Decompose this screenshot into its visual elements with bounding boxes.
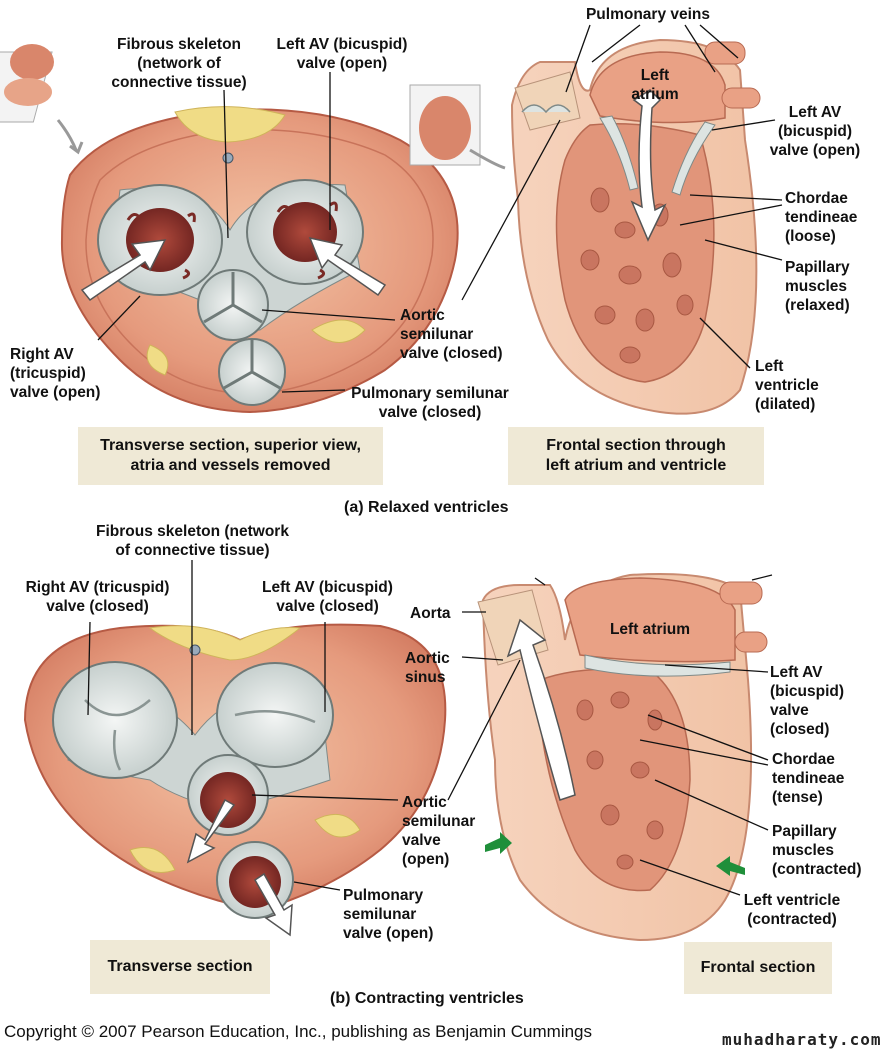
thumbnail-heart-icon <box>0 44 84 155</box>
label-left-atrium-a: Left atrium <box>631 67 679 103</box>
watermark-text: muhadharaty.com <box>722 1030 881 1049</box>
label-fibrous-skeleton-a: Fibrous skeleton (network of connective … <box>111 36 247 91</box>
label-left-av-bicuspid-closed: Left AV (bicuspid) valve (closed) <box>770 664 845 738</box>
transverse-section-contracting <box>23 623 447 937</box>
caption-box-transverse-superior: Transverse section, superior view, atria… <box>78 427 383 485</box>
trabeculae-pattern-2 <box>576 691 664 870</box>
caption-contracting-ventricles: (b) Contracting ventricles <box>330 990 524 1007</box>
label-pulmonary-veins: Pulmonary veins <box>585 6 711 23</box>
label-aorta: Aorta <box>410 605 451 622</box>
label-right-av-valve-open: Right AV (tricuspid) valve (open) <box>10 346 101 401</box>
label-left-atrium-b: Left atrium <box>609 621 691 638</box>
label-aortic-valve-open: Aortic semilunar valve (open) <box>402 794 476 868</box>
label-left-av-bicuspid-open: Left AV (bicuspid) valve (open) <box>769 104 861 159</box>
label-chordae-loose: Chordae tendineae (loose) <box>785 190 858 245</box>
trabeculae-pattern <box>580 187 694 364</box>
label-pulmonary-valve-closed: Pulmonary semilunar valve (closed) <box>351 385 509 421</box>
label-left-av-valve-closed: Left AV (bicuspid) valve (closed) <box>262 579 393 615</box>
label-chordae-tense: Chordae tendineae (tense) <box>772 751 845 806</box>
label-aortic-sinus: Aortic sinus <box>405 650 450 686</box>
label-right-av-valve-closed: Right AV (tricuspid) valve (closed) <box>25 579 170 615</box>
label-papillary-contracted: Papillary muscles (contracted) <box>772 823 862 878</box>
leader-lines-b-frontal <box>447 574 773 896</box>
transverse-section-relaxed <box>0 44 459 414</box>
label-left-ventricle-dilated: Left ventricle (dilated) <box>755 358 819 413</box>
leader-lines-b-transverse <box>87 560 399 891</box>
frontal-section-contracting <box>477 573 768 942</box>
leader-lines-a-transverse <box>97 72 396 393</box>
label-left-ventricle-contracted: Left ventricle (contracted) <box>743 892 841 928</box>
caption-box-frontal: Frontal section <box>684 942 832 994</box>
label-pulmonary-valve-open: Pulmonary semilunar valve (open) <box>343 887 434 942</box>
caption-box-frontal-through: Frontal section through left atrium and … <box>508 427 764 485</box>
caption-relaxed-ventricles: (a) Relaxed ventricles <box>344 499 509 516</box>
copyright-text: Copyright © 2007 Pearson Education, Inc.… <box>4 1022 593 1041</box>
label-fibrous-skeleton-b: Fibrous skeleton (network of connective … <box>96 523 289 559</box>
label-aortic-valve-closed: Aortic semilunar valve (closed) <box>400 307 503 362</box>
caption-box-transverse: Transverse section <box>90 940 270 994</box>
label-papillary-relaxed: Papillary muscles (relaxed) <box>785 259 850 314</box>
label-left-av-valve-open: Left AV (bicuspid) valve (open) <box>276 36 408 72</box>
thumbnail-heart-icon-2 <box>409 84 506 170</box>
leader-lines-a-frontal <box>461 24 783 369</box>
frontal-section-relaxed <box>409 38 761 415</box>
